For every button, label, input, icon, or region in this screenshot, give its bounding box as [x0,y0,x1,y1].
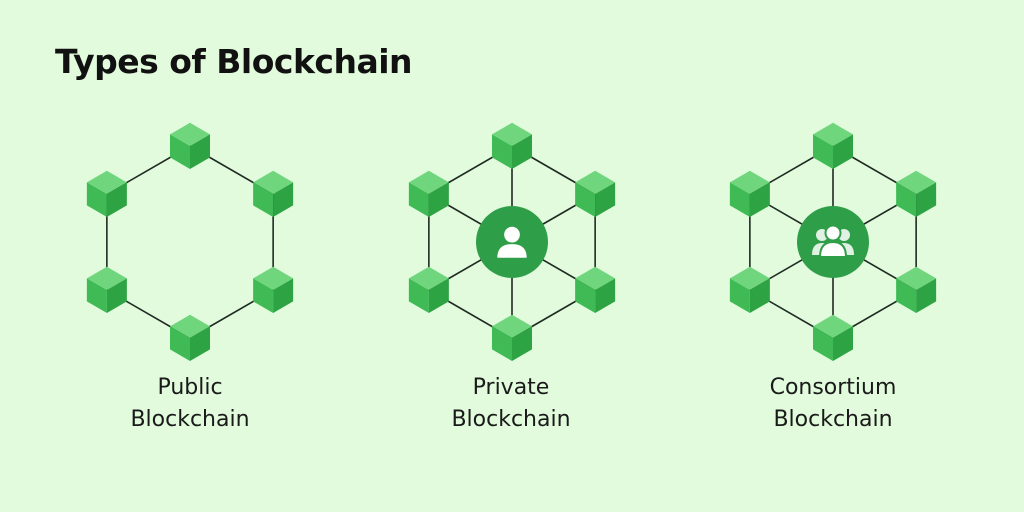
public-node-cube [253,170,294,217]
public-node-cube [253,266,294,313]
single-user-icon [497,226,527,258]
public-node-cube [86,170,127,217]
public-blockchain-label: Public Blockchain [80,372,300,436]
private-label-line1: Private [472,375,550,400]
consortium-node-cube [896,266,937,313]
private-node-cube [575,266,616,313]
consortium-node-cube [813,314,853,361]
consortium-blockchain-label: Consortium Blockchain [723,372,943,436]
consortium-network [729,122,937,361]
private-node-cube [408,266,449,313]
public-label-line2: Blockchain [130,407,250,432]
public-node-cube [170,314,210,361]
consortium-node-cube [896,170,937,217]
consortium-label-line1: Consortium [769,375,897,400]
private-node-cube [492,122,532,169]
public-node-cube [86,266,127,313]
public-label-line1: Public [157,375,223,400]
private-label-line2: Blockchain [451,407,571,432]
private-node-cube [492,314,532,361]
public-connections [106,145,274,339]
page-title: Types of Blockchain [55,42,413,81]
consortium-node-cube [729,266,770,313]
consortium-node-cube [729,170,770,217]
consortium-node-cube [813,122,853,169]
private-blockchain-label: Private Blockchain [401,372,621,436]
public-node-cube [170,122,210,169]
public-network [86,122,294,361]
private-node-cube [408,170,449,217]
consortium-label-line2: Blockchain [773,407,893,432]
group-users-icon [812,224,854,258]
private-network [408,122,616,361]
private-node-cube [575,170,616,217]
